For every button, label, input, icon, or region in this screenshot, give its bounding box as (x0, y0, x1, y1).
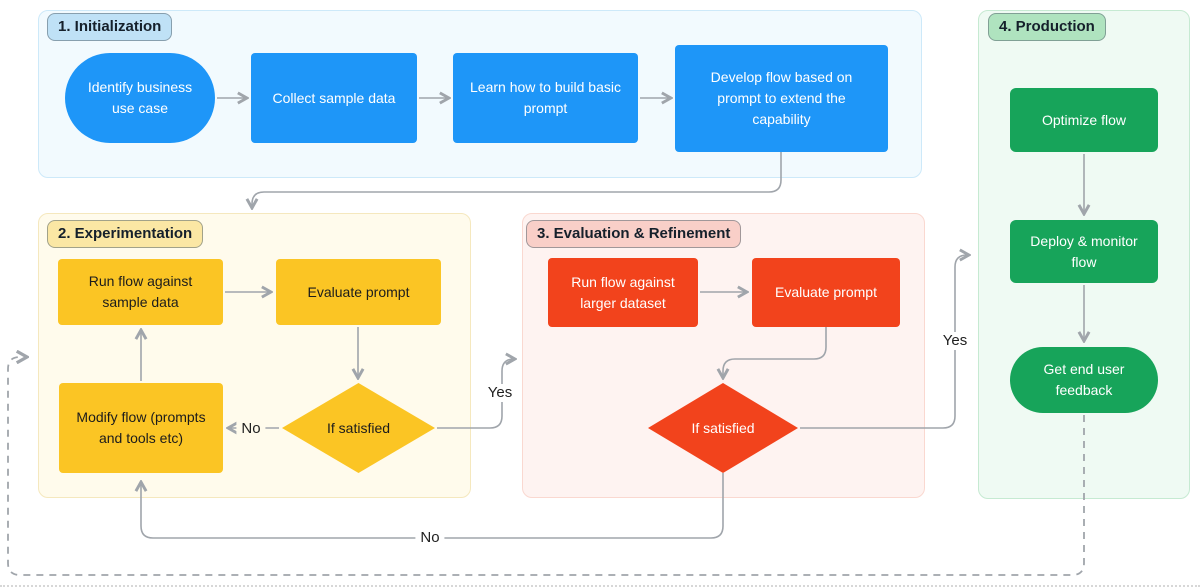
node-develop-flow: Develop flow based on prompt to extend t… (675, 45, 888, 152)
pill-production: 4. Production (988, 13, 1106, 41)
node-identify-business-use-case: Identify business use case (65, 53, 215, 143)
edge-label-yes-experimentation: Yes (482, 384, 518, 402)
pill-experimentation: 2. Experimentation (47, 220, 204, 248)
canvas-bottom-dotted-border (0, 585, 1200, 587)
node-modify-flow: Modify flow (prompts and tools etc) (59, 383, 223, 473)
node-run-flow-larger-dataset: Run flow against larger dataset (548, 258, 698, 327)
node-collect-sample-data: Collect sample data (251, 53, 417, 143)
node-evaluate-prompt-evaluation: Evaluate prompt (752, 258, 900, 327)
pill-evaluation-refinement: 3. Evaluation & Refinement (526, 220, 742, 248)
node-run-flow-sample-data: Run flow against sample data (58, 259, 223, 325)
node-evaluate-prompt-experimentation: Evaluate prompt (276, 259, 441, 325)
edge-label-no-loop: No (415, 529, 445, 547)
edge-label-no-experimentation: No (236, 420, 266, 438)
pill-initialization: 1. Initialization (47, 13, 173, 41)
node-get-end-user-feedback: Get end user feedback (1010, 347, 1158, 413)
edge-label-yes-evaluation: Yes (937, 332, 973, 350)
node-learn-basic-prompt: Learn how to build basic prompt (453, 53, 638, 143)
node-deploy-monitor-flow: Deploy & monitor flow (1010, 220, 1158, 283)
node-optimize-flow: Optimize flow (1010, 88, 1158, 152)
